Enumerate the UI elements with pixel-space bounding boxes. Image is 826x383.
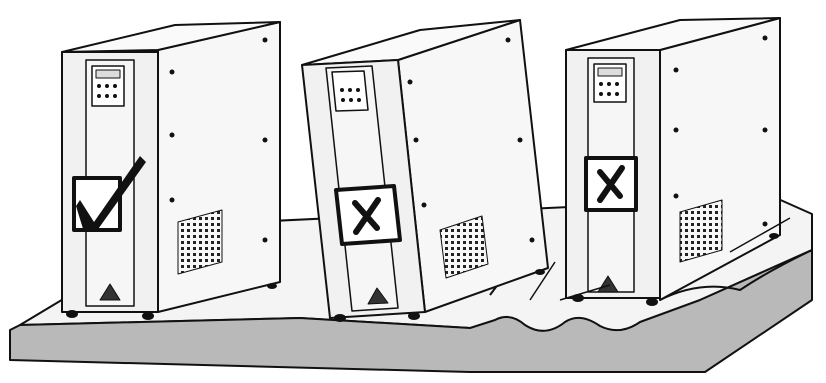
ups-left-side xyxy=(158,22,280,312)
ups-middle xyxy=(302,20,548,322)
ups-left xyxy=(62,22,280,320)
